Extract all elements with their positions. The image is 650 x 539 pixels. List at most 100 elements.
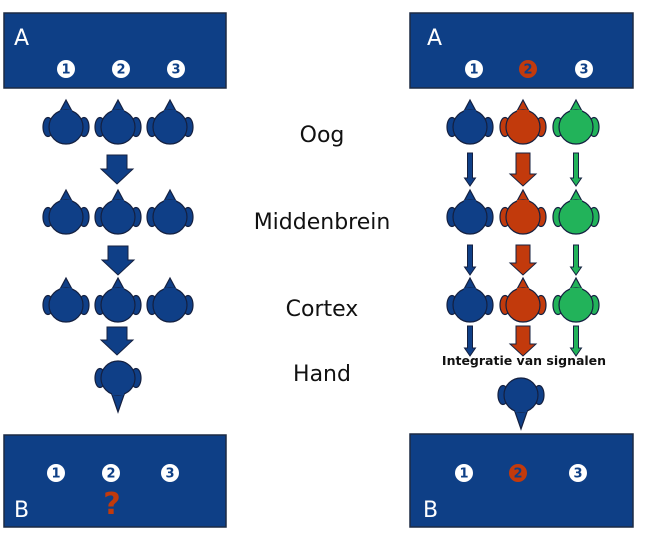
soma xyxy=(505,287,541,323)
left-neuron-row1-col3 xyxy=(146,98,194,145)
spike-base xyxy=(112,390,124,395)
badge-1: 1 xyxy=(47,464,65,482)
badge-3: 3 xyxy=(161,464,179,482)
right-box-a-badges: 1 2 3 xyxy=(465,60,593,78)
spike-base xyxy=(60,200,72,205)
badge-1: 1 xyxy=(57,60,75,78)
soma xyxy=(505,199,541,235)
left-neuron-row3-col2 xyxy=(94,276,142,323)
badge-circle xyxy=(509,464,527,482)
spike-base xyxy=(60,288,72,293)
badge-circle xyxy=(465,60,483,78)
right-arrow-row1-red xyxy=(508,152,538,187)
soma xyxy=(558,287,594,323)
badge-circle xyxy=(455,464,473,482)
soma xyxy=(48,109,84,145)
left-arrow-oog-to-middenbrein xyxy=(99,154,135,185)
soma xyxy=(152,109,188,145)
right-neuron-row1-col1 xyxy=(446,98,494,145)
soma xyxy=(452,109,488,145)
right-neuron-row2-col2 xyxy=(499,188,547,235)
spike-base xyxy=(570,288,582,293)
soma xyxy=(152,199,188,235)
spike-base xyxy=(164,110,176,115)
soma xyxy=(505,109,541,145)
soma xyxy=(558,109,594,145)
badge-3: 3 xyxy=(575,60,593,78)
stage-label-cortex: Cortex xyxy=(286,297,359,322)
spike-base xyxy=(517,200,529,205)
badge-number: 2 xyxy=(106,467,115,482)
spike-base xyxy=(515,407,527,412)
right-arrow-row2-green xyxy=(569,244,583,276)
badge-number: 2 xyxy=(523,63,532,78)
badge-number: 3 xyxy=(573,467,582,482)
badge-circle xyxy=(167,60,185,78)
right-box-b: B 1 2 3 xyxy=(409,433,634,528)
soma xyxy=(452,287,488,323)
soma xyxy=(48,287,84,323)
spike-base xyxy=(164,288,176,293)
badge-2: 2 xyxy=(112,60,130,78)
badge-number: 1 xyxy=(459,467,468,482)
left-arrow-cortex-to-hand xyxy=(99,326,135,356)
left-box-a-background xyxy=(3,12,227,89)
badge-circle xyxy=(47,464,65,482)
badge-circle xyxy=(569,464,587,482)
badge-circle xyxy=(575,60,593,78)
right-arrow-row3-green xyxy=(569,325,583,357)
badge-3: 3 xyxy=(167,60,185,78)
soma xyxy=(100,360,136,396)
badge-circle xyxy=(519,60,537,78)
badge-number: 3 xyxy=(171,63,180,78)
right-neuron-row3-col2 xyxy=(499,276,547,323)
right-neuron-row1-col3 xyxy=(552,98,600,145)
spike-base xyxy=(60,110,72,115)
right-neuron-row3-col3 xyxy=(552,276,600,323)
spike-base xyxy=(464,110,476,115)
spike-base xyxy=(517,110,529,115)
right-box-a: A 1 2 3 xyxy=(409,12,634,89)
soma xyxy=(100,199,136,235)
right-neuron-row2-col1 xyxy=(446,188,494,235)
left-neuron-row1-col1 xyxy=(42,98,90,145)
soma xyxy=(452,199,488,235)
right-box-a-letter: A xyxy=(427,26,442,51)
right-arrow-row3-blue xyxy=(463,325,477,357)
spike-base xyxy=(464,200,476,205)
left-neuron-row3-col3 xyxy=(146,276,194,323)
badge-number: 1 xyxy=(61,63,70,78)
left-neuron-row3-col1 xyxy=(42,276,90,323)
spike-base xyxy=(570,110,582,115)
badge-number: 3 xyxy=(579,63,588,78)
left-neuron-row2-col2 xyxy=(94,188,142,235)
right-output-neuron xyxy=(497,377,545,431)
soma xyxy=(100,109,136,145)
badge-number: 2 xyxy=(116,63,125,78)
spike-base xyxy=(112,200,124,205)
left-box-b-badges: 1 2 3 xyxy=(47,464,179,482)
badge-circle xyxy=(161,464,179,482)
soma xyxy=(48,199,84,235)
integration-label: Integratie van signalen xyxy=(442,353,606,368)
badge-number: 1 xyxy=(469,63,478,78)
stage-label-oog: Oog xyxy=(300,123,345,148)
stage-label-hand: Hand xyxy=(293,362,351,387)
arrows-layer xyxy=(99,152,583,357)
soma xyxy=(100,287,136,323)
badge-3: 3 xyxy=(569,464,587,482)
soma xyxy=(558,199,594,235)
right-arrow-row1-blue xyxy=(463,152,477,187)
right-box-b-letter: B xyxy=(423,498,438,523)
neurons-layer xyxy=(42,98,600,431)
badge-number: 2 xyxy=(513,467,522,482)
badge-number: 1 xyxy=(51,467,60,482)
right-arrow-row3-red xyxy=(508,325,538,357)
left-box-a-badges: 1 2 3 xyxy=(57,60,185,78)
right-box-b-badges: 1 2 3 xyxy=(455,464,587,482)
badge-2: 2 xyxy=(102,464,120,482)
spike-base xyxy=(112,110,124,115)
